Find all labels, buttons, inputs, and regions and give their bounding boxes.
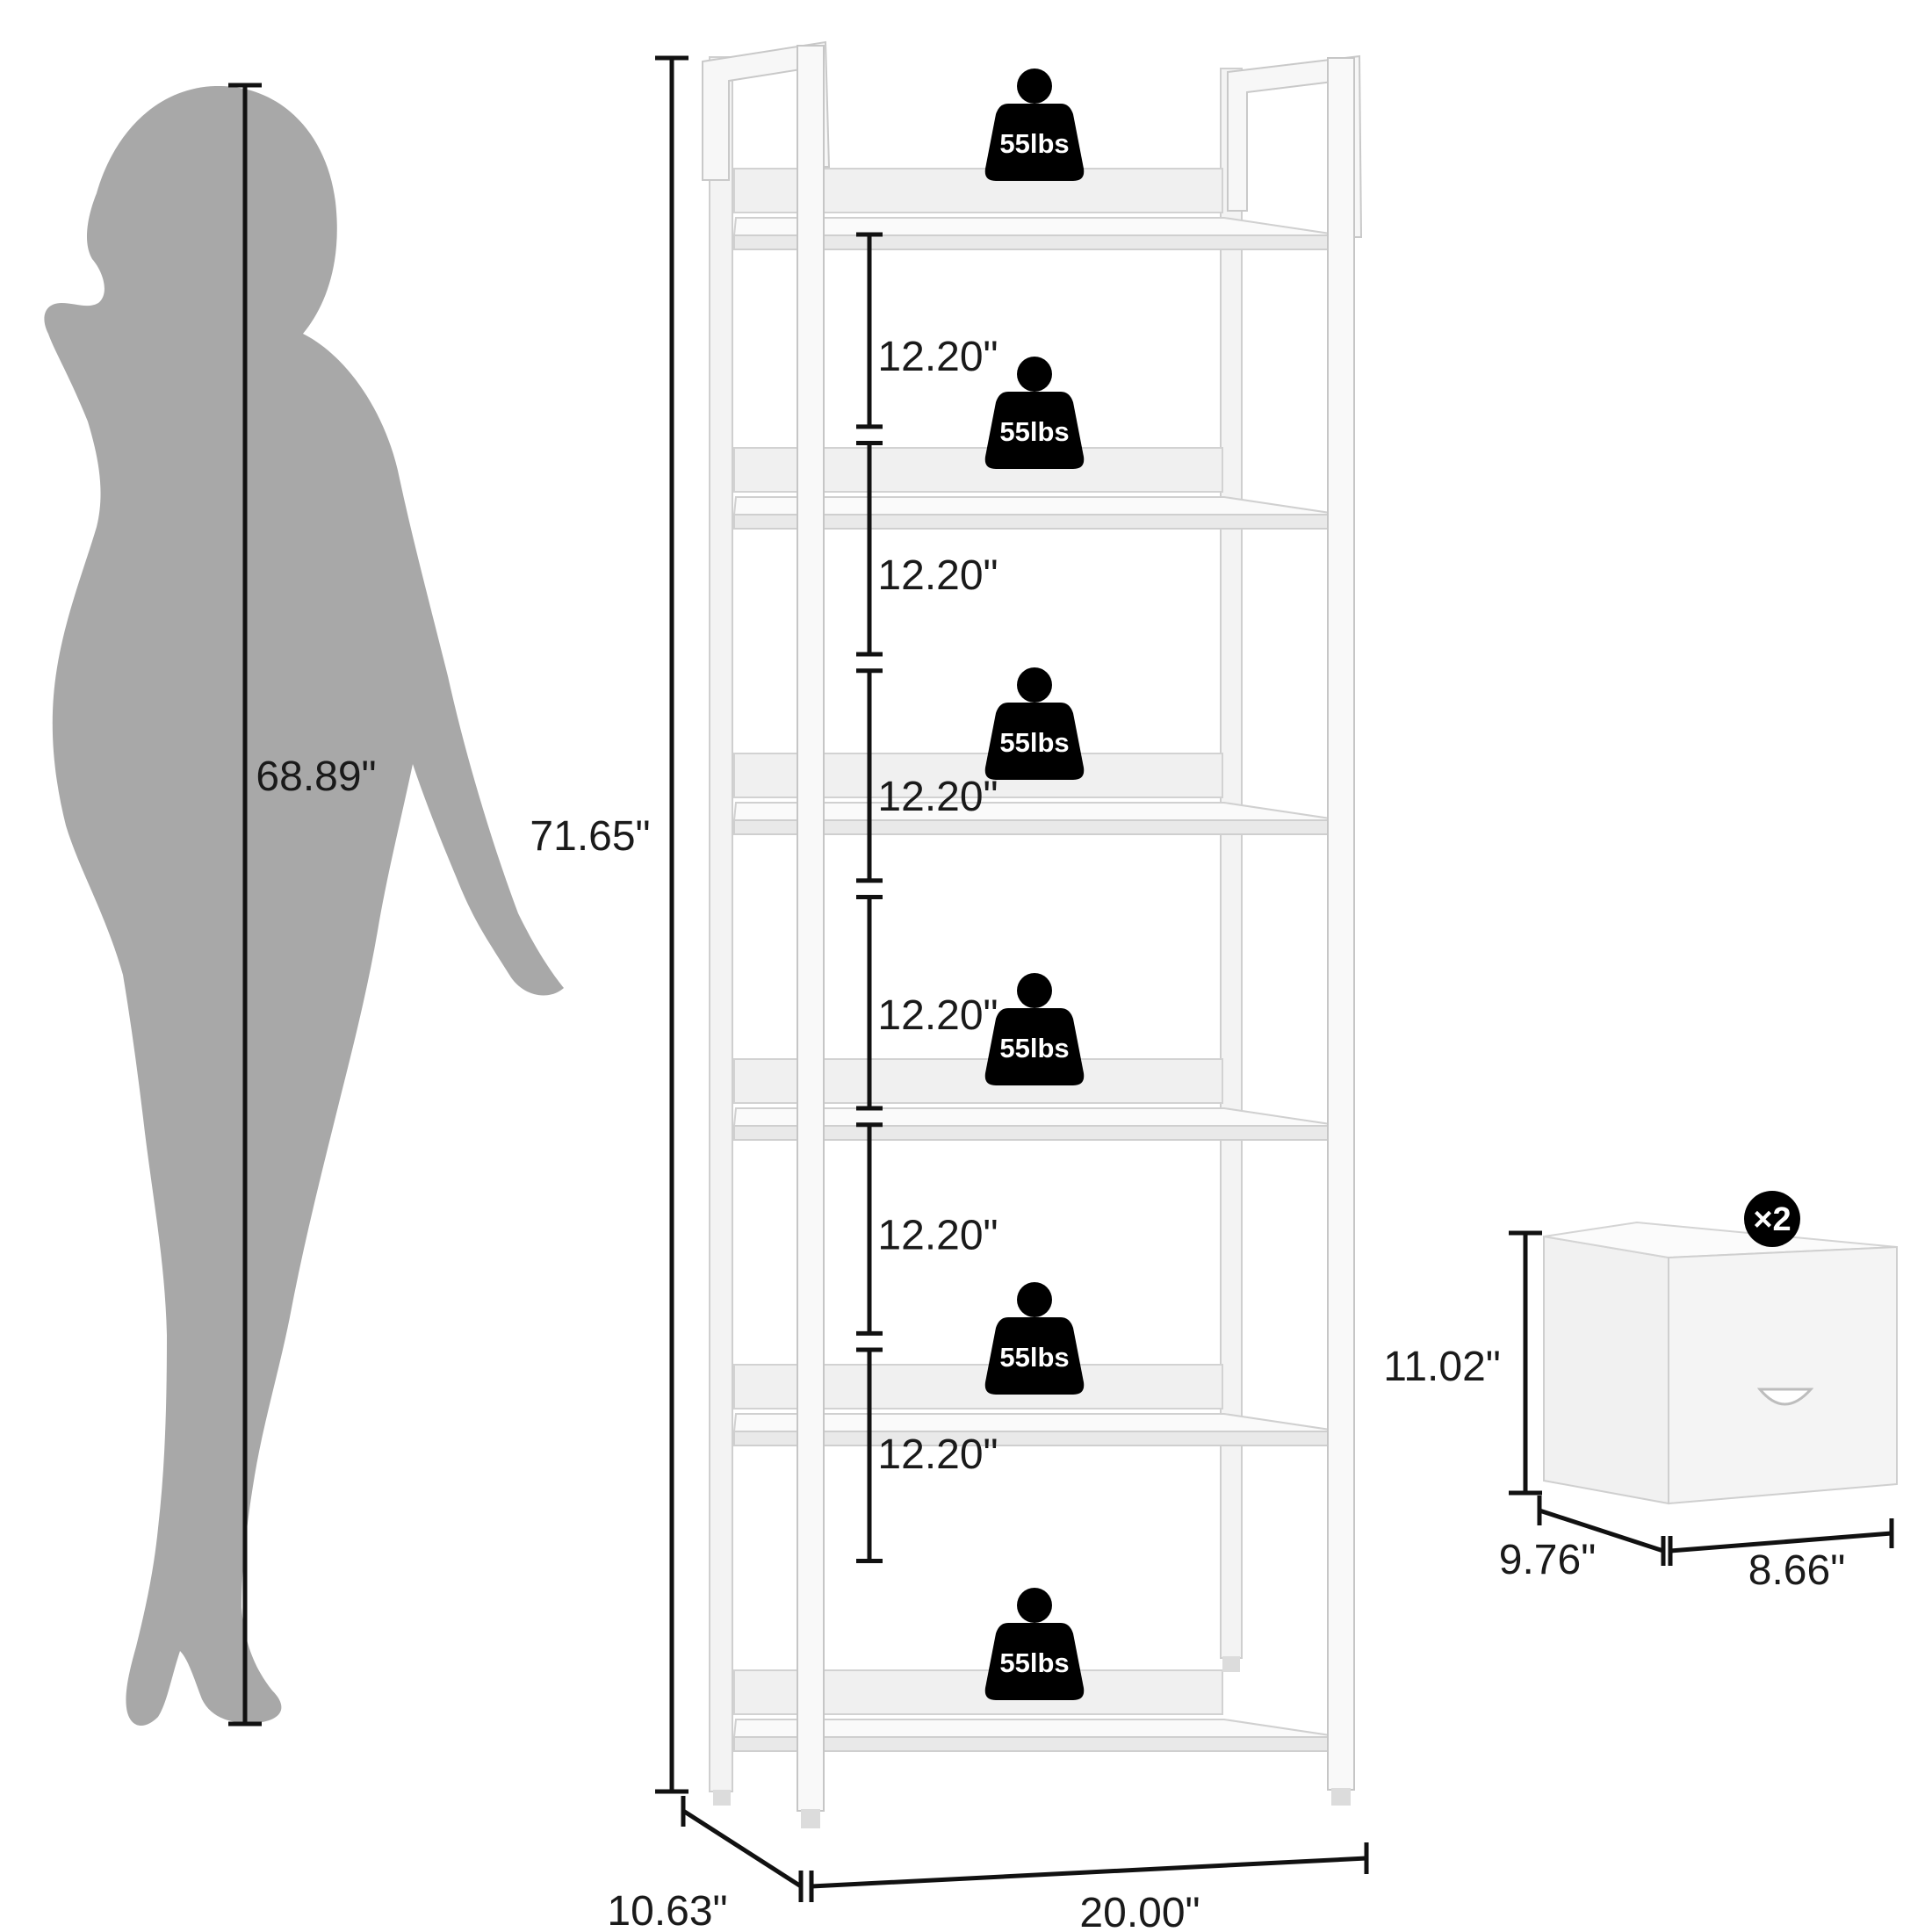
quantity-badge-label: ×2: [1753, 1201, 1791, 1238]
tier-spacing-label: 12.20": [877, 1431, 998, 1478]
shelf-width-dimension: [809, 1842, 1369, 1902]
bin-side-panel: [1543, 1235, 1669, 1505]
person-height-dimension: [228, 83, 262, 1727]
shelf-board-top: [732, 217, 1343, 236]
weight-capacity-label: 55lbs: [999, 128, 1069, 159]
weight-knob: [1017, 1588, 1052, 1623]
bin-width-dimension: [1668, 1518, 1894, 1566]
tier-spacing-dimensions: 12.20" 12.20" 12.20" 12.20" 12.20" 12.20": [856, 232, 998, 1564]
shelf-board-top: [732, 1719, 1343, 1738]
weight-icon: 55lbs: [984, 1282, 1085, 1395]
tier-spacing-dimension: [856, 1347, 883, 1564]
bin-handle-icon: [1756, 1388, 1814, 1406]
tier-spacing-label: 12.20": [877, 334, 998, 380]
tier-spacing-dimension: [856, 895, 883, 1111]
shelf-board-top: [732, 1107, 1343, 1127]
tier-spacing-dimension: [856, 668, 883, 883]
weight-capacity-label: 55lbs: [999, 1647, 1069, 1678]
shelf-height-dimension: [655, 55, 688, 1794]
shelf-depth-dimension: [681, 1796, 804, 1902]
front-left-post: [797, 45, 825, 1812]
weight-icon: 55lbs: [984, 973, 1085, 1085]
tier-spacing-label: 12.20": [877, 992, 998, 1039]
bin-height-dimension: [1509, 1230, 1542, 1496]
weight-body: [984, 104, 1085, 181]
foot: [1331, 1788, 1351, 1806]
tier-spacing-dimension: [856, 441, 883, 657]
shelf-board-edge: [733, 819, 1343, 835]
shelf-board-top: [732, 496, 1343, 515]
tier-spacing-dimension: [856, 1122, 883, 1336]
weight-icon: 55lbs: [984, 68, 1085, 181]
bin-front-panel: [1668, 1245, 1898, 1505]
shelf-board-edge: [733, 514, 1343, 530]
tier-spacing-label: 12.20": [877, 1213, 998, 1259]
weight-knob: [1017, 667, 1052, 703]
shelf-board-edge: [733, 1736, 1343, 1752]
bookshelf: [702, 40, 1363, 1828]
front-right-post: [1327, 57, 1355, 1791]
bin-width-label: 8.66": [1748, 1547, 1845, 1594]
person-silhouette: [44, 85, 564, 1727]
tier-spacing-label: 12.20": [877, 552, 998, 599]
foot: [713, 1790, 731, 1806]
shelf-width-label: 20.00": [1079, 1890, 1200, 1932]
quantity-badge: [1744, 1191, 1800, 1247]
back-right-post: [1220, 68, 1243, 1659]
weight-capacity-label: 55lbs: [999, 1033, 1069, 1063]
weight-body: [984, 1008, 1085, 1085]
weight-icon: 55lbs: [984, 667, 1085, 780]
weight-body: [984, 703, 1085, 780]
bin-height-label: 11.02": [1383, 1344, 1501, 1390]
foot: [1222, 1656, 1240, 1672]
shelf-depth-label: 10.63": [607, 1888, 727, 1932]
weight-capacity-label: 55lbs: [999, 727, 1069, 758]
weight-capacity-label: 55lbs: [999, 416, 1069, 447]
weight-knob: [1017, 973, 1052, 1008]
shelf-board-edge: [733, 1125, 1343, 1141]
weight-icon: 55lbs: [984, 357, 1085, 469]
foot: [801, 1809, 820, 1828]
weight-body: [984, 392, 1085, 469]
weight-icon: 55lbs: [984, 1588, 1085, 1700]
bin-depth-dimension: [1537, 1496, 1666, 1566]
weight-knob: [1017, 1282, 1052, 1317]
weight-knob: [1017, 357, 1052, 392]
shelf-board-edge: [733, 1431, 1343, 1446]
tier-spacing-label: 12.20": [877, 774, 998, 820]
weight-knob: [1017, 68, 1052, 104]
shelf-board-edge: [733, 234, 1343, 250]
tier-spacing-dimension: [856, 232, 883, 429]
shelf-board-top: [732, 802, 1343, 821]
bin-depth-label: 9.76": [1499, 1537, 1596, 1583]
weight-capacity-label: 55lbs: [999, 1342, 1069, 1373]
weight-capacity-icons: 55lbs 55lbs 55lbs 55lbs 55lbs 55lbs: [984, 68, 1085, 1700]
shelf-board-top: [732, 1413, 1343, 1432]
weight-body: [984, 1317, 1085, 1395]
shelf-height-label: 71.65": [530, 813, 650, 860]
back-left-post: [709, 56, 733, 1792]
weight-body: [984, 1623, 1085, 1700]
storage-bin: [1543, 1221, 1898, 1505]
person-height-label: 68.89": [256, 753, 376, 800]
